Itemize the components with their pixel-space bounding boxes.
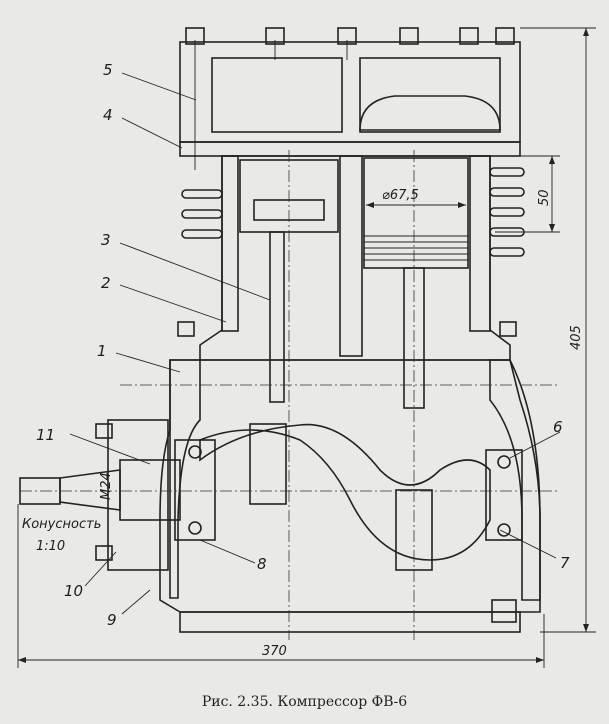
connecting-rod [269,231,285,403]
figure-caption: Рис. 2.35. Компрессор ФВ-6 [201,694,408,710]
taper-ratio: 1:10 [36,539,65,554]
compressor-drawing: 5 4 3 2 1 11 6 7 8 10 9 ⌀67,5 50 405 370… [17,27,596,668]
cylinder-block [181,155,525,361]
right-piston [363,157,469,409]
dimension-stroke: 50 [537,189,552,206]
callout-5: 5 [103,61,113,79]
callout-1: 1 [97,342,107,360]
crankcase [159,321,541,633]
crankshaft [174,423,523,571]
callout-11: 11 [36,426,55,444]
callout-3: 3 [101,231,111,249]
callout-9: 9 [107,611,117,629]
callout-2: 2 [101,274,111,292]
leader-lines [69,72,561,615]
main-bearing-right [485,449,523,541]
callout-8: 8 [257,555,267,573]
callout-7: 7 [560,554,570,572]
main-bearing-left [174,439,216,541]
taper-label: Конусность [22,517,101,532]
callout-10: 10 [64,582,83,600]
cylinder-head [179,27,521,170]
dimension-height: 405 [569,325,584,350]
dimension-thread: М24 [99,472,114,500]
dimension-diameter: ⌀67,5 [382,188,419,203]
dimension-lines [17,27,596,668]
callout-6: 6 [553,418,563,436]
callout-4: 4 [103,106,113,124]
dimension-width: 370 [262,644,287,659]
valve-plate [179,141,521,157]
